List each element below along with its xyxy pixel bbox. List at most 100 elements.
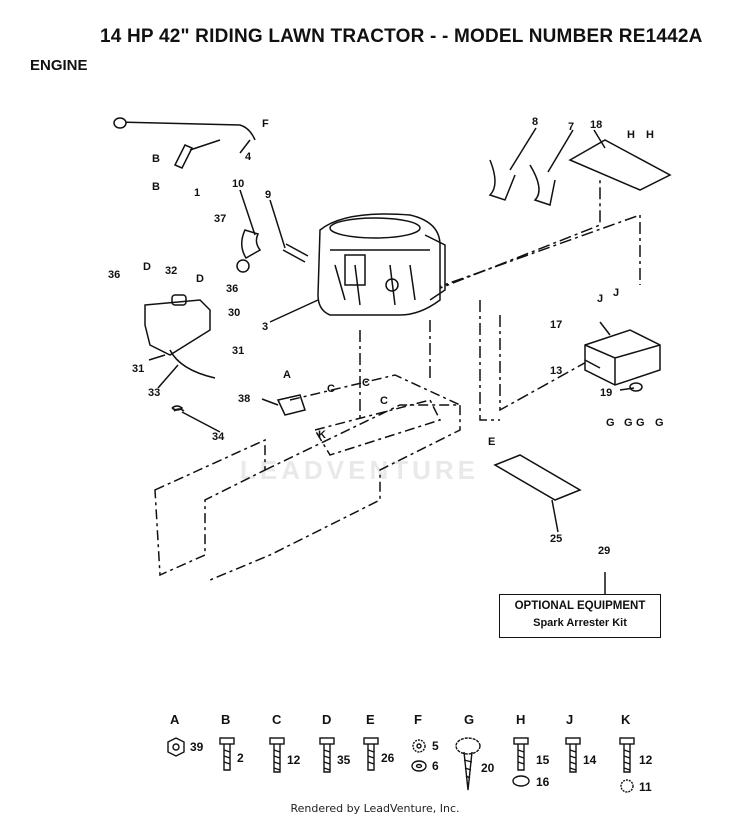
bolt-d-icon	[319, 737, 335, 773]
frame-rail-back	[209, 404, 461, 581]
hw-letter-b: B	[221, 712, 230, 727]
hw-letter-h: H	[516, 712, 525, 727]
hw-qty-h-1: 15	[536, 753, 550, 767]
bolt-j-icon	[565, 737, 581, 773]
hw-qty-a: 39	[190, 740, 204, 754]
hw-letter-f: F	[414, 712, 422, 727]
ref-letter-g-4: G	[655, 417, 664, 429]
pipe-part-9	[282, 243, 309, 263]
callout-33: 33	[148, 387, 160, 399]
page-title: 14 HP 42" RIDING LAWN TRACTOR - - MODEL …	[100, 26, 703, 47]
fuel-line-part-7	[529, 164, 556, 206]
bolt-h-icon	[513, 737, 529, 771]
callout-29: 29	[598, 545, 610, 557]
bolt-e-icon	[363, 737, 379, 771]
ref-letter-e: E	[488, 436, 495, 448]
nut-part-37	[236, 259, 250, 273]
ref-letter-h-1: H	[627, 129, 635, 141]
connector-line-4	[499, 315, 591, 412]
optional-equipment-box: OPTIONAL EQUIPMENT Spark Arrester Kit	[499, 594, 661, 638]
ref-letter-c-3: C	[380, 395, 388, 407]
frame-rail-front	[154, 438, 266, 577]
callout-38: 38	[238, 393, 250, 405]
cable-part-4	[117, 121, 256, 141]
washer-h-icon	[512, 775, 530, 787]
hw-letter-k: K	[621, 712, 631, 727]
ref-letter-d-2: D	[196, 273, 204, 285]
lock-washer-k-icon	[620, 779, 634, 793]
callout-36-left: 36	[108, 269, 120, 281]
callout-19: 19	[600, 387, 612, 399]
callout-7: 7	[568, 121, 574, 133]
bracket-part-25	[493, 454, 582, 501]
callout-36-right: 36	[226, 283, 238, 295]
fuel-elbow-part-10	[241, 229, 262, 260]
hardware-legend: A B C D E F G H J K	[167, 712, 653, 794]
connector-line-3	[479, 300, 500, 421]
callout-10: 10	[232, 178, 244, 190]
spring-part-34	[171, 405, 185, 412]
frame-top	[289, 374, 461, 406]
ref-letter-b-1: B	[152, 153, 160, 165]
ref-letter-g-2: G	[624, 417, 633, 429]
hw-letter-c: C	[272, 712, 282, 727]
frame-mid	[313, 399, 442, 456]
flange-part-19	[629, 382, 643, 392]
bolt-b-icon	[219, 737, 235, 771]
hw-qty-k-1: 12	[639, 753, 653, 767]
lock-washer-icon	[412, 739, 426, 753]
spark-arrester-kit-label: Spark Arrester Kit	[533, 617, 627, 629]
hw-qty-g: 20	[481, 761, 495, 775]
callout-25: 25	[550, 533, 562, 545]
ref-letter-d-1: D	[143, 261, 151, 273]
section-title: ENGINE	[30, 57, 88, 74]
hw-qty-h-2: 16	[536, 775, 550, 789]
callout-37: 37	[214, 213, 226, 225]
fuel-tank-part-30	[144, 294, 211, 356]
bolt-c-icon	[269, 737, 285, 773]
hw-qty-b: 2	[237, 751, 244, 765]
hw-letter-g: G	[464, 712, 474, 727]
hw-qty-j: 14	[583, 753, 597, 767]
ref-letter-c-1: C	[327, 383, 335, 395]
heat-shield-part-18	[568, 139, 672, 191]
optional-equipment-title: OPTIONAL EQUIPMENT	[514, 600, 646, 612]
ref-letter-h-2: H	[646, 129, 654, 141]
hw-qty-e: 26	[381, 751, 395, 765]
ref-letter-f: F	[262, 118, 269, 130]
hw-qty-c: 12	[287, 753, 301, 767]
callout-31-right: 31	[232, 345, 244, 357]
engine-part-3	[317, 213, 446, 316]
callout-8: 8	[532, 116, 538, 128]
hw-qty-k-2: 11	[639, 780, 652, 794]
callout-13: 13	[550, 365, 562, 377]
ref-letter-g-3: G	[636, 417, 645, 429]
hw-letter-e: E	[366, 712, 375, 727]
self-tapping-screw-icon	[455, 737, 481, 791]
ref-letter-a: A	[283, 369, 291, 381]
connector-line-2	[409, 180, 601, 301]
fuel-line-part-33	[169, 349, 216, 379]
footer-credit: Rendered by LeadVenture, Inc.	[290, 802, 460, 815]
hw-letter-d: D	[322, 712, 331, 727]
hw-qty-f-2: 6	[432, 759, 439, 773]
callout-3: 3	[262, 321, 268, 333]
ref-letter-j-1: J	[597, 293, 603, 305]
ref-letter-k: K	[318, 429, 326, 441]
flat-washer-icon	[411, 760, 427, 772]
callout-1: 1	[194, 187, 200, 199]
callout-34: 34	[212, 431, 225, 443]
callout-31-left: 31	[132, 363, 144, 375]
callout-32: 32	[165, 265, 177, 277]
hw-letter-j: J	[566, 712, 573, 727]
bracket-part-38	[276, 394, 306, 416]
connector-line-1	[429, 213, 641, 291]
hw-letter-a: A	[170, 712, 180, 727]
callout-9: 9	[265, 189, 271, 201]
watermark: LEADVENTURE	[240, 455, 480, 485]
hw-qty-f-1: 5	[432, 739, 439, 753]
hw-qty-d: 35	[337, 753, 351, 767]
ref-letter-g-1: G	[606, 417, 615, 429]
ref-letter-b-2: B	[152, 181, 160, 193]
